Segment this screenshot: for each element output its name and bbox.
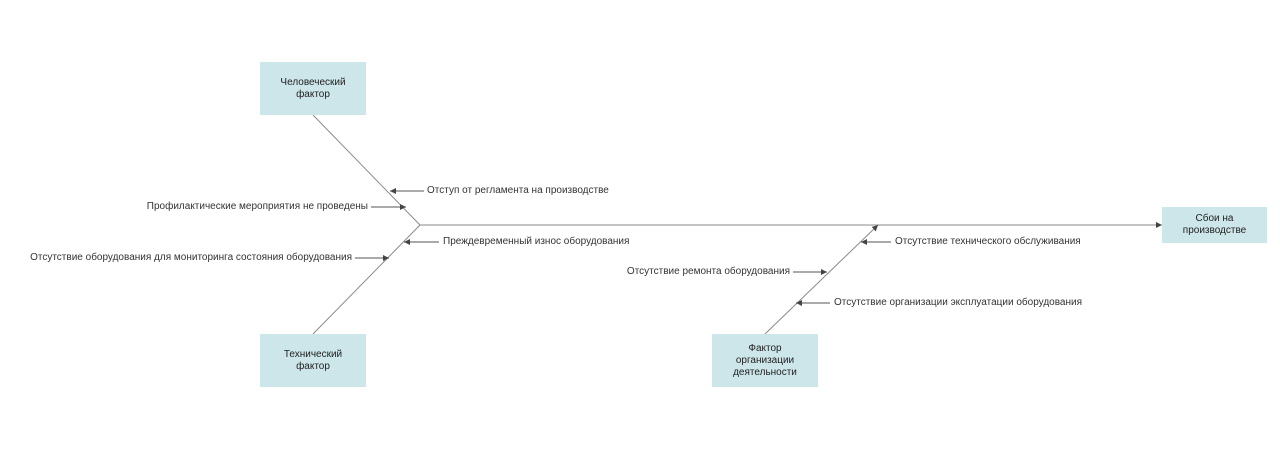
category-technical-label: Технический фактор (283, 348, 343, 372)
cause-preventive: Профилактические мероприятия не проведен… (146, 201, 368, 212)
bone-technical (312, 224, 421, 335)
cause-deviation: Отступ от регламента на производстве (427, 185, 609, 196)
cause-no-monitoring: Отсутствие оборудования для мониторинга … (30, 252, 352, 263)
bone-organization (764, 224, 879, 335)
effect-box: Сбои на производстве (1162, 207, 1267, 243)
category-human-label: Человеческий фактор (280, 76, 346, 100)
category-technical-box: Технический фактор (260, 334, 366, 387)
cause-no-operation-org: Отсутствие организации эксплуатации обор… (834, 297, 1083, 308)
category-human-box: Человеческий фактор (260, 62, 366, 115)
cause-no-repair: Отсутствие ремонта оборудования (626, 266, 790, 277)
category-organization-box: Фактор организации деятельности (712, 334, 818, 387)
category-organization-label: Фактор организации деятельности (733, 342, 797, 378)
cause-no-maintenance: Отсутствие технического обслуживания (895, 236, 1081, 247)
cause-premature-wear: Преждевременный износ оборудования (443, 236, 630, 247)
effect-label: Сбои на производстве (1182, 213, 1247, 236)
